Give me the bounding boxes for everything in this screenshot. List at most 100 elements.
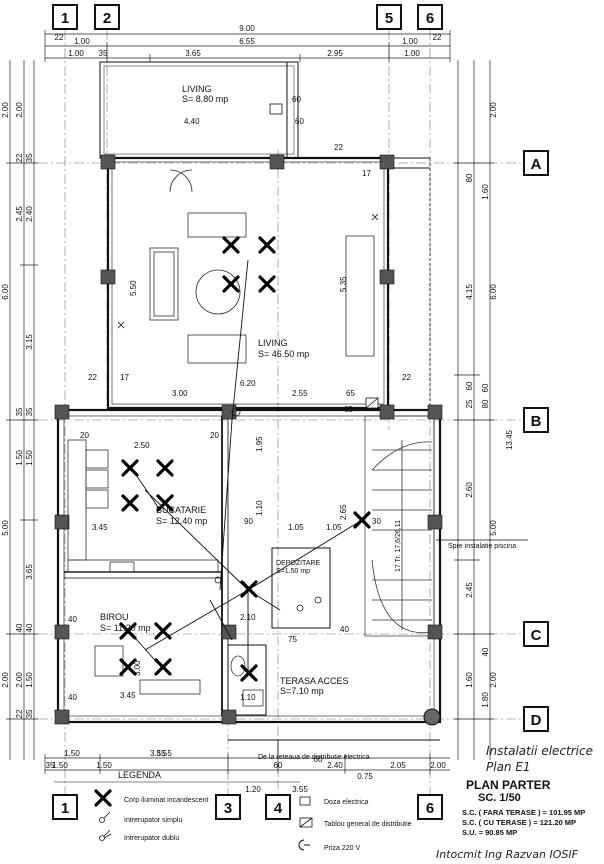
axis-bubble-D xyxy=(523,706,549,732)
dim-left-small-6: 35 xyxy=(25,709,34,718)
axis-label-bottom-3: 3 xyxy=(224,800,232,817)
dim-right-outer-2: 13.45 xyxy=(505,429,514,450)
dim-int-28: 1.10 xyxy=(240,693,256,702)
dim-int-9: 2.55 xyxy=(292,389,308,398)
light-fixture-kitchen-3 xyxy=(121,494,139,512)
legend-title: LEGENDA xyxy=(118,770,161,780)
note-pool: Spre instalatie piscina xyxy=(448,543,516,550)
dim-top-row2-2: 1.00 xyxy=(402,37,418,46)
axis-label-A: A xyxy=(531,156,542,173)
wiring xyxy=(127,259,363,756)
dim-right-inner-2: 4.15 xyxy=(465,284,474,300)
axis-markers-bottom xyxy=(52,794,443,820)
dim-int-34: 60 xyxy=(292,95,301,104)
dim-int-10: 65 xyxy=(346,389,355,398)
dim-int-1: 60 xyxy=(295,117,304,126)
light-fixtures xyxy=(119,236,371,682)
light-fixture-living-4 xyxy=(258,275,276,293)
dim-bottom-row1-0: 1.50 xyxy=(64,749,80,758)
legend-x-icon xyxy=(94,789,112,807)
axis-bubble-bottom-6 xyxy=(417,794,443,820)
dim-top-22-right: 22 xyxy=(433,33,442,42)
outlet-box-icon xyxy=(299,796,311,806)
dim-int-21: 1.05 xyxy=(288,523,304,532)
dim-bottom-misc-3: 0.75 xyxy=(357,772,373,781)
light-fixture-living-3 xyxy=(222,275,240,293)
dim-right-inner-3: 60 xyxy=(465,381,474,390)
legend-item-2: Intrerupator dublu xyxy=(124,835,179,842)
dim-int-3: 17 xyxy=(362,169,371,178)
axis-markers-top xyxy=(52,4,443,30)
dim-top-row3-1: 35 xyxy=(99,49,108,58)
dim-int-6: 5.35 xyxy=(339,276,348,292)
title-line1: Instalatii electrice xyxy=(486,744,593,758)
axis-label-top-5: 5 xyxy=(385,10,393,27)
dim-bottom-misc-2: 60 xyxy=(314,755,323,764)
dim-left-outer-3: 2.00 xyxy=(1,672,10,688)
axis-bubble-C xyxy=(523,621,549,647)
dim-top-row3-0: 1.00 xyxy=(68,49,84,58)
dim-left-small-3: 35 xyxy=(15,407,24,416)
dim-int-20: 90 xyxy=(244,517,253,526)
dimension-lines xyxy=(6,30,494,774)
dim-int-4: 22 xyxy=(88,373,97,382)
light-fixture-living-1 xyxy=(222,236,240,254)
socket-icon xyxy=(298,839,310,851)
dim-left-outer-1: 6.00 xyxy=(1,284,10,300)
dim-right-inner-6: 2.45 xyxy=(465,582,474,598)
axis-bubble-bottom-3 xyxy=(215,794,241,820)
room-name-kitchen: BUCATARIE xyxy=(156,505,206,515)
title-line2: Plan E1 xyxy=(486,760,531,774)
dim-top-row2-1: 6.55 xyxy=(239,37,255,46)
switch-symbols xyxy=(117,103,379,612)
dim-left-inner-7: 2.00 xyxy=(15,672,24,688)
dim-int-31: 20 xyxy=(80,431,89,440)
axis-bubble-B xyxy=(523,407,549,433)
dim-int-15: 65 xyxy=(344,405,353,414)
dim-int-22: 1.05 xyxy=(326,523,342,532)
dim-int-18: 30 xyxy=(372,517,381,526)
axis-label-bottom-1: 1 xyxy=(61,800,69,817)
title-block: Instalatii electrice Plan E1 PLAN PARTER… xyxy=(436,744,593,861)
legend-item-5: Priza 220 V xyxy=(324,845,361,852)
dim-left-inner-5: 1.50 xyxy=(25,450,34,466)
dim-bottom-misc-0: 35 xyxy=(46,761,55,770)
switch-double-icon xyxy=(99,829,112,841)
dim-left-inner-3: 3.15 xyxy=(25,334,34,350)
round-column xyxy=(423,708,441,726)
axis-label-top-1: 1 xyxy=(61,10,69,27)
room-area-terrace: S=7.10 mp xyxy=(280,686,324,696)
dim-top-row3-3: 2.95 xyxy=(327,49,343,58)
dim-int-27: 3.45 xyxy=(120,691,136,700)
room-area-living: S= 46.50 mp xyxy=(258,349,309,359)
dim-int-12: 22 xyxy=(402,373,411,382)
dim-right-outer-3: 5.00 xyxy=(489,520,498,536)
dim-int-14: 2.50 xyxy=(134,441,150,450)
dim-left-small-0: 22 xyxy=(15,153,24,162)
dim-left-inner-0: 2.00 xyxy=(15,102,24,118)
dim-bottom-row2-2: 2.40 xyxy=(327,761,343,770)
dim-bottom-misc-1: 60 xyxy=(274,761,283,770)
axis-bubble-top-2 xyxy=(94,4,120,30)
light-fixture-office-2 xyxy=(154,622,172,640)
dim-left-inner-8: 1.50 xyxy=(25,672,34,688)
room-name-office: BIROU xyxy=(100,612,129,622)
dim-left-inner-2: 2.40 xyxy=(25,206,34,222)
area-sc-no-terrace: S.C. ( FARA TERASE ) = 101.95 MP xyxy=(462,808,585,817)
dim-top-row3-2: 3.65 xyxy=(185,49,201,58)
axis-label-top-6: 6 xyxy=(426,10,434,27)
dim-top-total: 9.00 xyxy=(239,24,255,33)
dim-left-inner-1: 2.45 xyxy=(15,206,24,222)
light-fixture-living-2 xyxy=(258,236,276,254)
grid-axis-lines xyxy=(20,30,523,794)
axis-markers-right xyxy=(523,150,549,732)
plan-title: PLAN PARTER xyxy=(466,778,551,792)
dim-int-16: 1.10 xyxy=(255,500,264,516)
dim-left-small-5: 40 xyxy=(15,623,24,632)
dim-right-inner-7: 1.60 xyxy=(465,672,474,688)
light-fixture-stairs xyxy=(353,511,371,529)
axis-label-bottom-4: 4 xyxy=(274,800,283,817)
dim-int-29: 3.55 xyxy=(150,749,166,758)
axis-label-D: D xyxy=(531,712,542,729)
